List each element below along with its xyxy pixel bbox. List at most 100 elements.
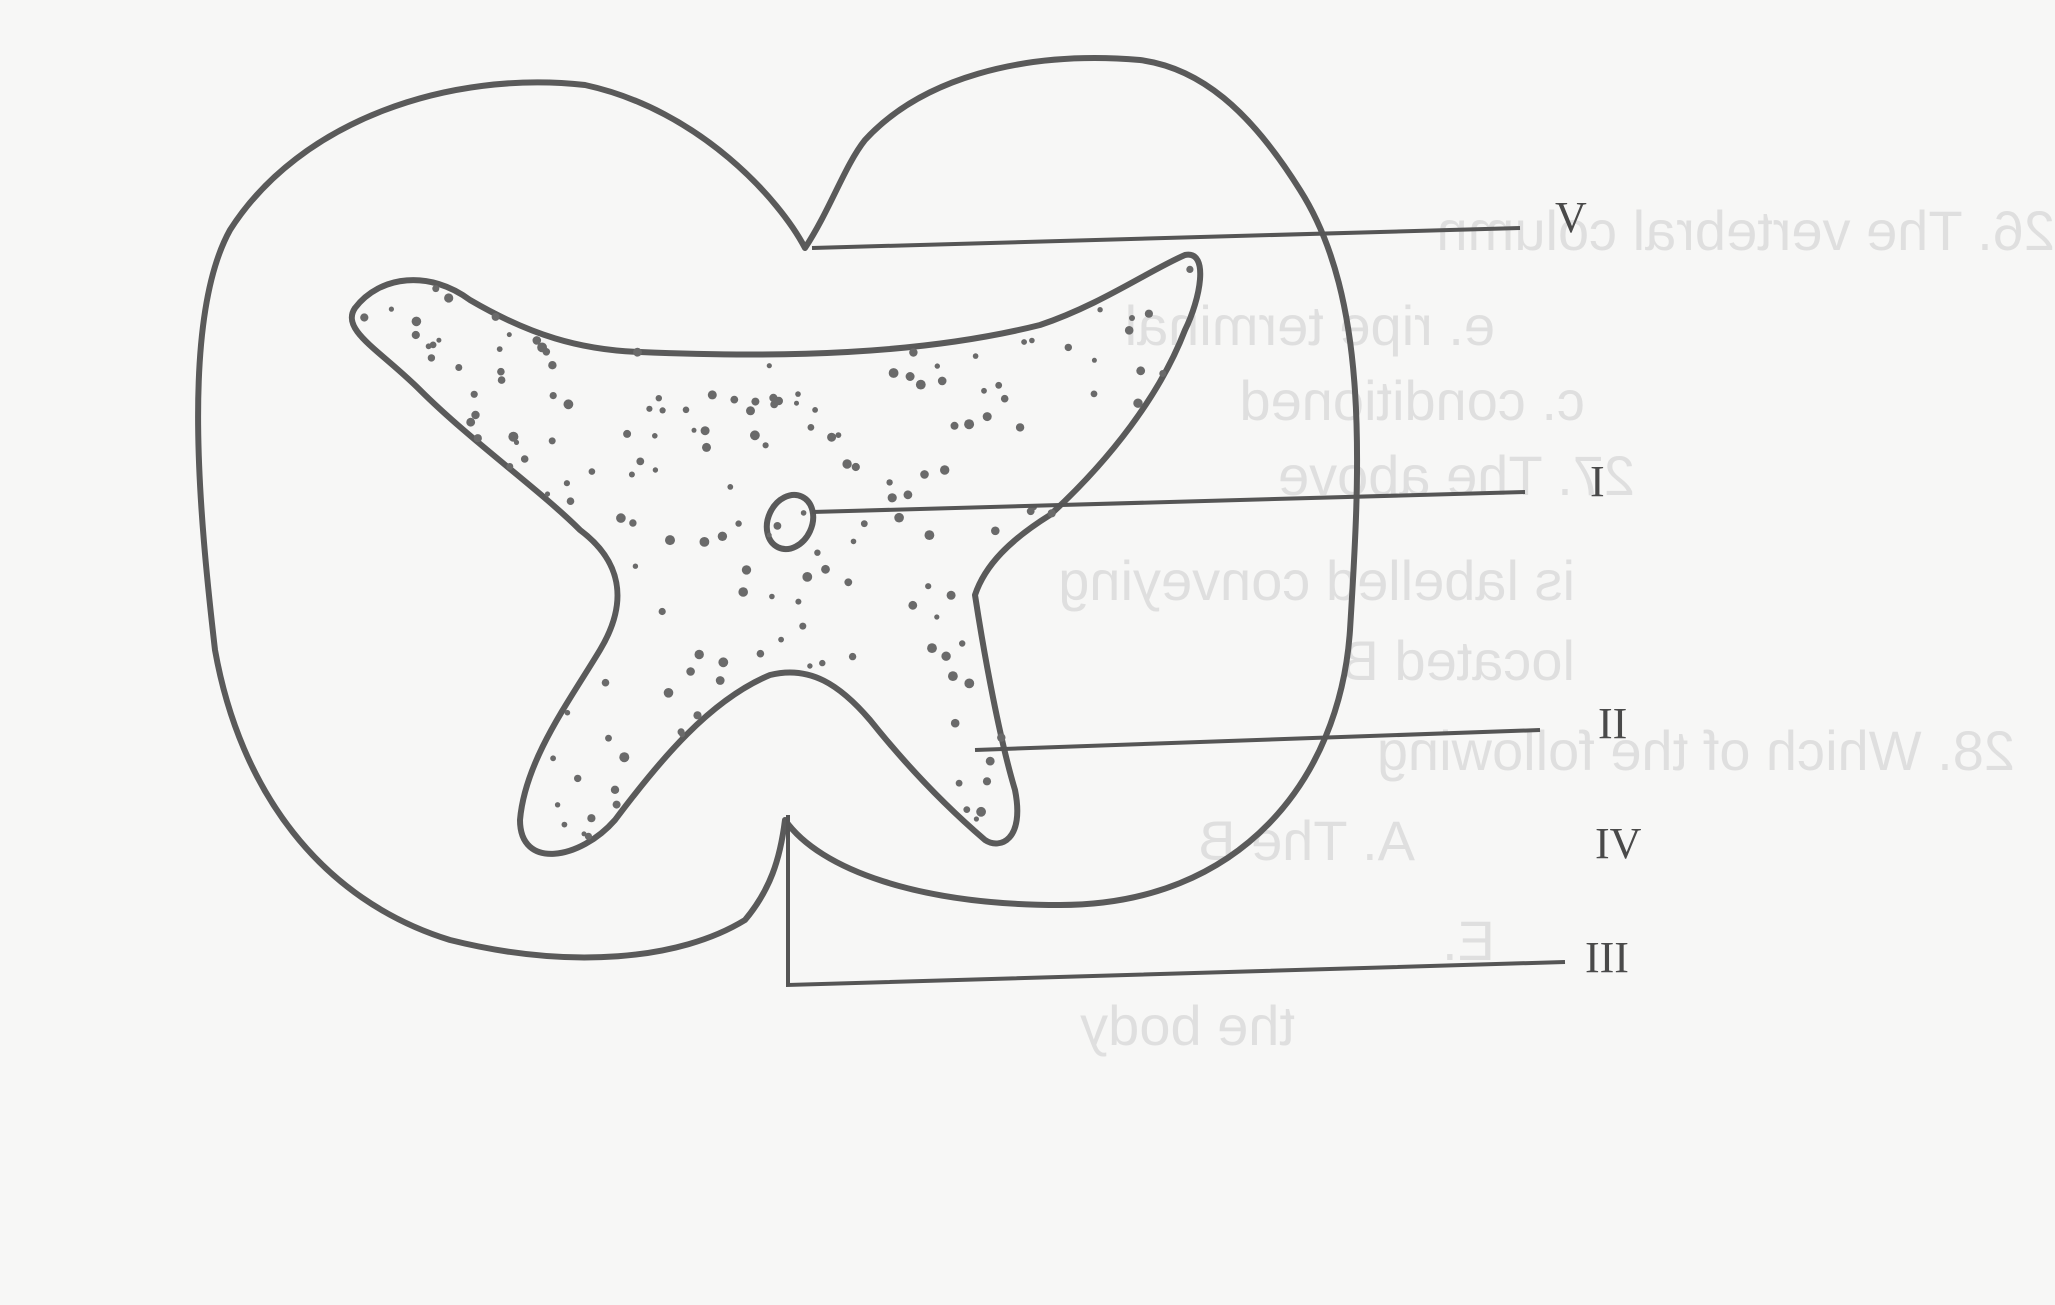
stipple-dot (455, 364, 463, 371)
stipple-dot (548, 437, 556, 445)
stipple-dot (549, 392, 557, 400)
stipple-dot (738, 587, 748, 597)
bleed-line-1: 26. The vertebral column (1437, 199, 2055, 262)
central-canal (763, 491, 817, 553)
stipple-dot (766, 363, 772, 369)
stipple-dot (520, 455, 529, 463)
stipple-dot (812, 407, 818, 413)
stipple-dot (850, 538, 857, 545)
stipple-dot (1129, 315, 1135, 321)
stipple-dot (564, 709, 571, 716)
stipple-dot (972, 353, 979, 359)
stipple-dot (1136, 366, 1146, 376)
stipple-dot (963, 806, 971, 813)
stipple-dot (807, 663, 813, 669)
stipple-dot (532, 336, 542, 345)
stipple-dot (628, 471, 635, 478)
stipple-dot (985, 756, 995, 766)
stipple-dot (646, 405, 653, 412)
stipple-dot (848, 652, 857, 661)
stipple-dot (444, 293, 454, 303)
stipple-dot (659, 407, 666, 414)
stipple-dot (655, 395, 662, 402)
stipple-dot (497, 367, 505, 376)
leader-line-ii (974, 728, 1541, 752)
stipple-dot (964, 678, 975, 689)
stipple-dot (619, 752, 630, 763)
stipple-dot (903, 490, 913, 500)
stipple-dot (636, 457, 645, 466)
grey-matter-outline (348, 251, 1204, 857)
stipple-dot (699, 537, 710, 547)
stipple-dot (616, 513, 626, 523)
stipple-dot (1029, 337, 1035, 344)
stipple-dot (544, 491, 551, 497)
label-v: V (1555, 193, 1587, 242)
stipple-dot (769, 393, 778, 402)
stipple-dot (766, 532, 772, 538)
stipple-dot (940, 465, 950, 475)
stipple-dot (995, 381, 1003, 389)
stipple-dot (612, 800, 621, 809)
stipple-dot (1186, 265, 1194, 273)
leader-line-i (811, 490, 1526, 514)
stipple-dot (1015, 423, 1025, 432)
stipple-dot (991, 526, 1000, 536)
stipple-dot (982, 412, 992, 422)
stipple-dot (934, 614, 940, 620)
stipple-dot (973, 816, 980, 822)
stipple-dot (471, 410, 480, 420)
stipple-dot (550, 755, 556, 762)
stipple-dot (814, 549, 821, 556)
stipple-dot (934, 363, 940, 369)
stipple-dot (610, 785, 620, 794)
stipple-dot (795, 598, 802, 605)
stipple-dot (1000, 394, 1009, 403)
stipple-dot (908, 600, 918, 610)
stipple-dot (750, 430, 760, 441)
stipple-dot (473, 434, 482, 443)
stipple-dot (623, 429, 632, 438)
stipple-dot (851, 462, 860, 472)
stipple-dot (1124, 326, 1134, 335)
stipple-dot (718, 657, 729, 668)
stipple-dot (677, 728, 685, 736)
stipple-dot (799, 622, 807, 630)
stipple-dot (652, 433, 658, 439)
bleed-line-6: located B (1342, 629, 1576, 692)
stipple-dot (388, 306, 394, 312)
stipple-dot (497, 376, 506, 384)
stipple-dot (746, 406, 755, 416)
stipple-dot (427, 354, 436, 362)
label-i: I (1590, 457, 1605, 506)
stipple-dot (470, 390, 478, 398)
stipple-dot (548, 361, 557, 370)
stipple-dot (795, 391, 801, 397)
stipple-dot (976, 806, 986, 817)
stipple-dot (1097, 307, 1103, 313)
stipple-dot (735, 520, 742, 527)
stipple-dot (937, 376, 947, 386)
stipple-dot (432, 285, 440, 293)
stipple-dot (925, 583, 932, 590)
leader-line-iii (786, 815, 1566, 988)
stipple-dot (773, 522, 782, 530)
stipple-dot (959, 640, 966, 647)
stipple-dot (717, 531, 728, 541)
stipple-dot (693, 711, 702, 720)
stipple-dot (924, 530, 935, 540)
stipple-dot (1144, 309, 1153, 318)
stipple-dot (807, 424, 815, 431)
stipple-dot (827, 432, 837, 442)
bleed-line-10: the body (1080, 994, 1295, 1057)
stipple-dot (652, 467, 659, 473)
stipple-dot (629, 519, 637, 527)
stipple-dot (605, 734, 612, 742)
stipple-dot (508, 431, 519, 442)
bleed-line-9: E. (1442, 909, 1495, 972)
stipple-dot (756, 649, 765, 658)
bleed-line-8: A. The B (1198, 809, 1415, 872)
leader-line-v (811, 226, 1521, 250)
grey-matter-stipple (360, 265, 1194, 840)
